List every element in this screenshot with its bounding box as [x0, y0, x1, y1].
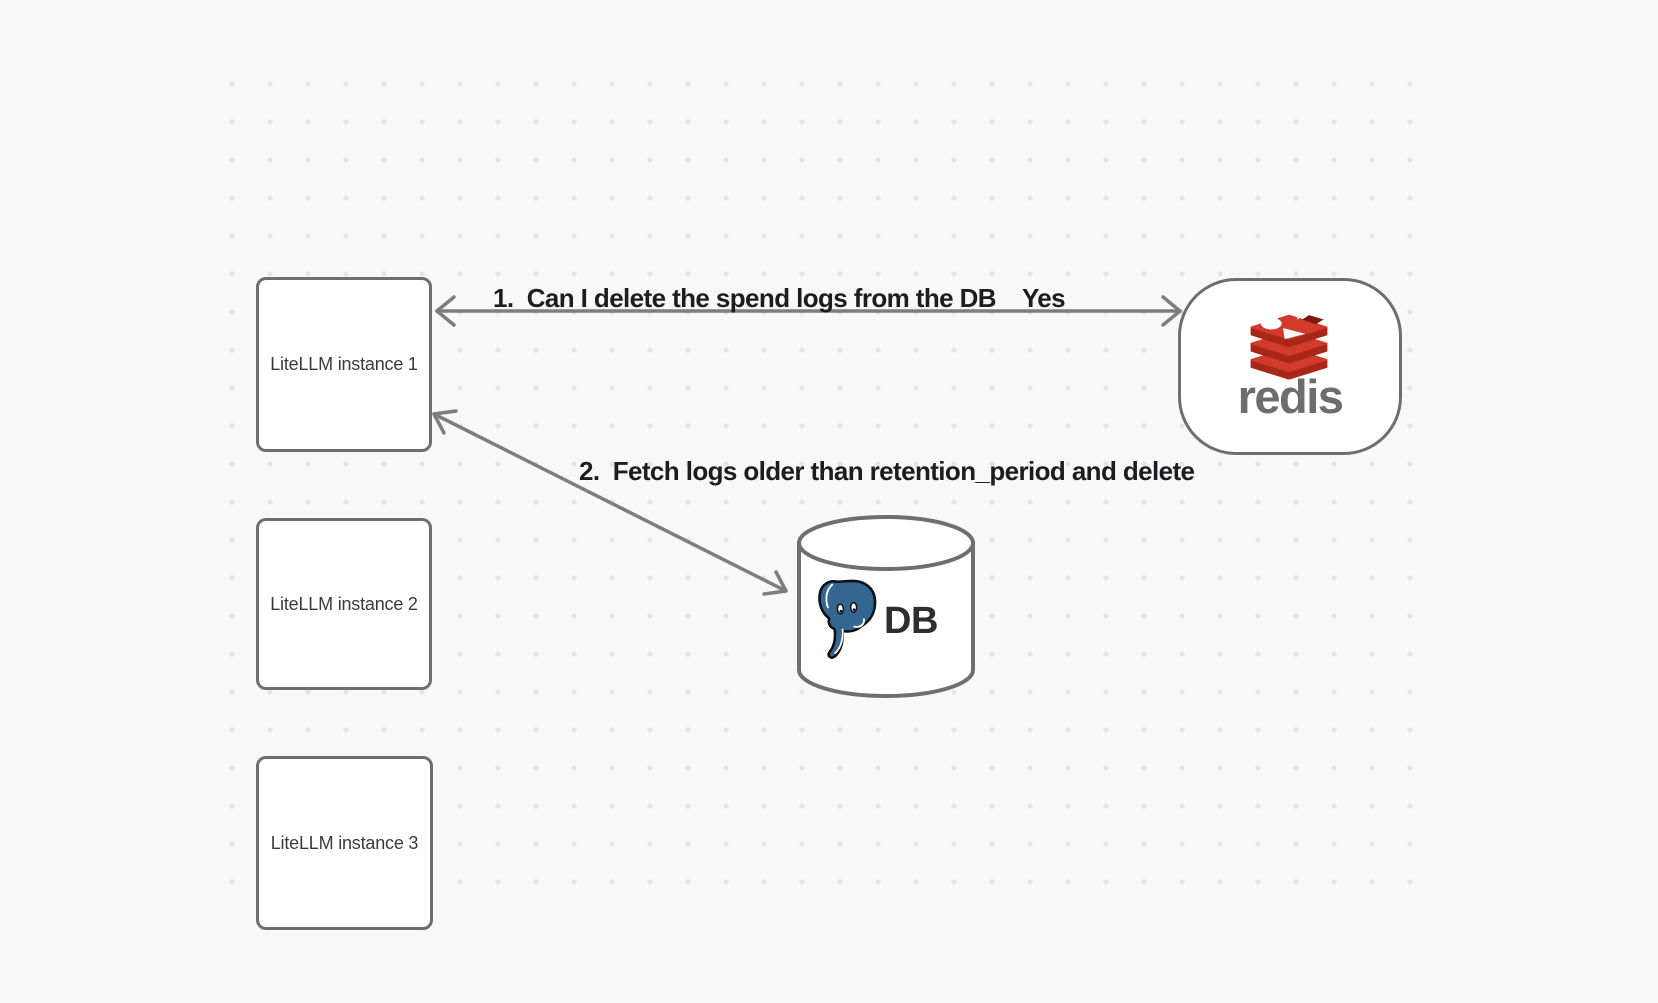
edge2-label: 2. Fetch logs older than retention_perio… [579, 456, 1195, 486]
redis-wordmark: redis [1237, 370, 1344, 423]
redis-logo-icon [1250, 305, 1328, 380]
postgresql-logo-icon [818, 579, 877, 659]
edge1-label: 1. Can I delete the spend logs from the … [493, 283, 997, 313]
node-litellm-instance-1[interactable]: LiteLLM instance 1 [256, 277, 432, 452]
node-litellm-instance-3[interactable]: LiteLLM instance 3 [256, 756, 433, 930]
db-label: DB [884, 600, 938, 642]
litellm-instance-3-label: LiteLLM instance 3 [270, 832, 419, 853]
node-litellm-instance-2[interactable]: LiteLLM instance 2 [256, 518, 432, 690]
litellm-instance-2-label: LiteLLM instance 2 [270, 593, 418, 614]
litellm-instance-1-label: LiteLLM instance 1 [270, 354, 418, 374]
edge1-response-label: Yes [1022, 283, 1066, 313]
